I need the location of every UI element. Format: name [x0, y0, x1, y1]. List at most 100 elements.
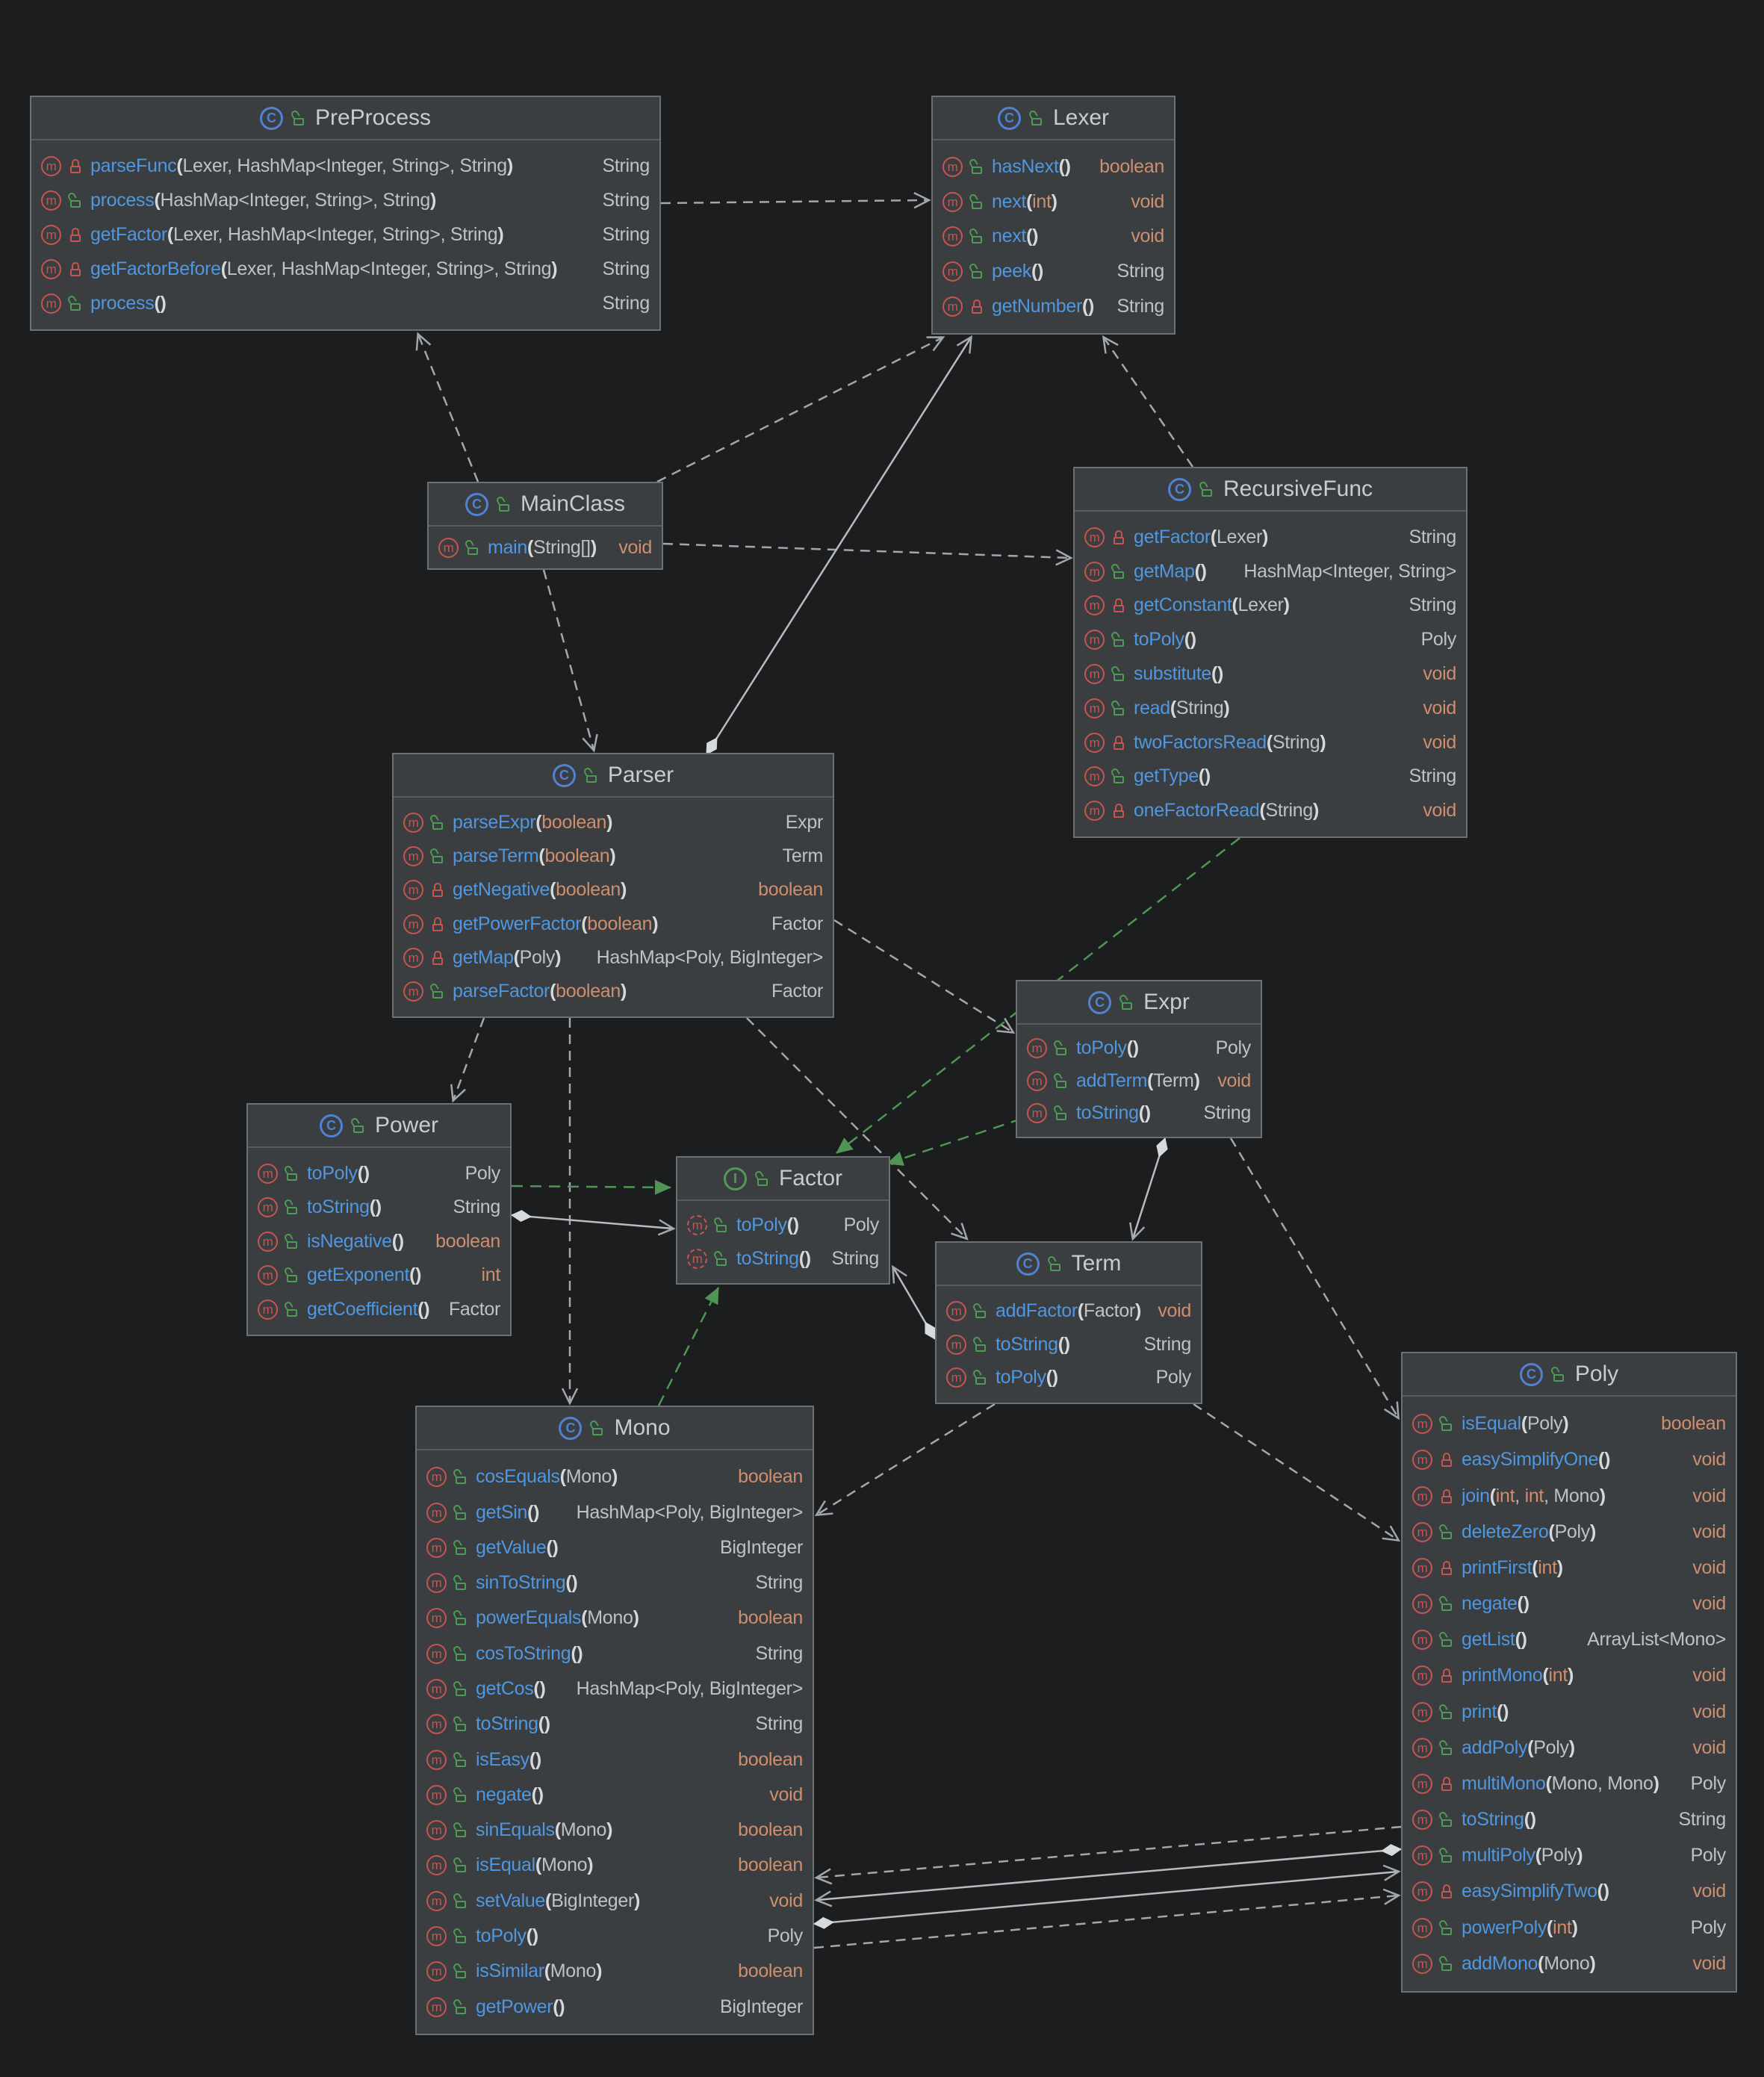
edge-parser-power-dependency[interactable]	[450, 1017, 485, 1103]
edge-preprocess-lexer-dependency[interactable]	[660, 192, 931, 209]
edge-expr-term-aggregation[interactable]	[1129, 1137, 1168, 1241]
edge-expr-poly-dependency[interactable]	[1229, 1137, 1400, 1421]
edge-mono-factor-realization[interactable]	[657, 1287, 720, 1406]
edge-mainclass-parser-dependency[interactable]	[542, 569, 598, 753]
edge-mainclass-lexer-dependency[interactable]	[656, 336, 945, 483]
edge-parser-expr-dependency[interactable]	[833, 919, 1016, 1034]
edge-poly-mono-aggregation[interactable]	[814, 1844, 1402, 1907]
edge-expr-factor-realization[interactable]	[886, 1117, 1022, 1166]
edge-parser-lexer-aggregation[interactable]	[705, 335, 973, 755]
edge-poly-mono-dependency[interactable]	[814, 1825, 1402, 1885]
edge-power-factor-aggregation[interactable]	[511, 1210, 676, 1236]
edge-term-factor-aggregation[interactable]	[892, 1264, 937, 1340]
edge-mainclass-preprocess-dependency[interactable]	[415, 332, 479, 482]
edge-mono-poly-aggregation[interactable]	[813, 1864, 1401, 1929]
edge-power-factor-realization[interactable]	[511, 1179, 671, 1195]
edge-term-poly-dependency[interactable]	[1193, 1403, 1401, 1542]
edge-mainclass-recursivefunc-dependency[interactable]	[662, 542, 1073, 566]
edge-recursivefunc-lexer-dependency[interactable]	[1102, 335, 1194, 468]
